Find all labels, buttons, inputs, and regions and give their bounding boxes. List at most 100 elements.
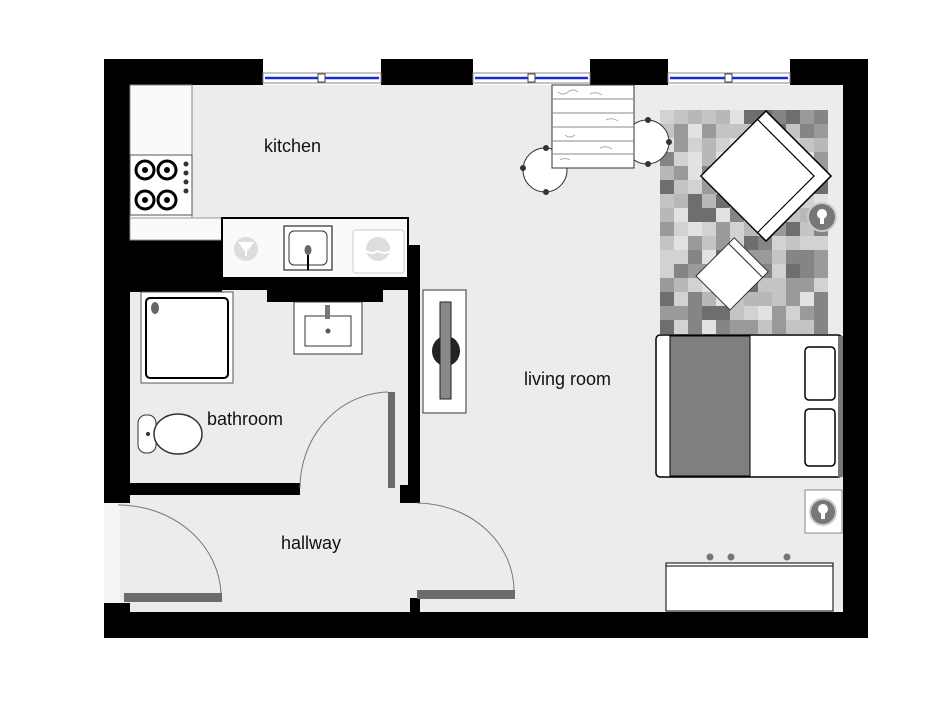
- bathroom-door[interactable]: [299, 391, 395, 489]
- rug-tile: [660, 306, 674, 320]
- rug-tile: [730, 306, 744, 320]
- window: [667, 59, 791, 85]
- rug-tile: [786, 320, 800, 334]
- rug-tile: [716, 110, 730, 124]
- rug-tile: [814, 110, 828, 124]
- rug-tile: [814, 306, 828, 320]
- rug-tile: [744, 236, 758, 250]
- rug-tile: [786, 250, 800, 264]
- rug-tile: [772, 250, 786, 264]
- rug-tile: [814, 264, 828, 278]
- rug-tile: [772, 292, 786, 306]
- rug-tile: [786, 306, 800, 320]
- rug-tile: [660, 278, 674, 292]
- rug-tile: [688, 320, 702, 334]
- entrance-threshold: [104, 503, 120, 603]
- rug-tile: [702, 124, 716, 138]
- rug-tile: [772, 236, 786, 250]
- rug-tile: [674, 292, 688, 306]
- window: [472, 59, 591, 85]
- rug-tile: [814, 292, 828, 306]
- rug-tile: [730, 124, 744, 138]
- rug-tile: [702, 138, 716, 152]
- dresser-icon: [665, 553, 834, 612]
- armchair-icon: [699, 109, 833, 243]
- rug-tile: [660, 222, 674, 236]
- rug-tile: [814, 124, 828, 138]
- rug-tile: [660, 250, 674, 264]
- rug-tile: [702, 194, 716, 208]
- rug-tile: [702, 306, 716, 320]
- rug-tile: [800, 292, 814, 306]
- rug-tile: [716, 222, 730, 236]
- rug-tile: [786, 278, 800, 292]
- rug-tile: [660, 208, 674, 222]
- rug-tile: [758, 292, 772, 306]
- rug-tile: [702, 152, 716, 166]
- rug-tile: [800, 110, 814, 124]
- rug-tile: [800, 320, 814, 334]
- rug-tile: [772, 278, 786, 292]
- rug-tile: [688, 278, 702, 292]
- rug-tile: [688, 236, 702, 250]
- rug-tile: [674, 208, 688, 222]
- rug-tile: [660, 264, 674, 278]
- room-label-bathroom: bathroom: [207, 409, 283, 429]
- rug-tile: [744, 110, 758, 124]
- rug-tile: [716, 124, 730, 138]
- rug-tile: [702, 222, 716, 236]
- rug-tile: [674, 166, 688, 180]
- rug-tile: [674, 180, 688, 194]
- rug-tile: [814, 278, 828, 292]
- room-label-kitchen: kitchen: [264, 136, 321, 156]
- rug-tile: [688, 180, 702, 194]
- window: [262, 59, 382, 85]
- rug-tile: [702, 320, 716, 334]
- rug-tile: [660, 180, 674, 194]
- rug-tile: [716, 320, 730, 334]
- rug-tile: [772, 264, 786, 278]
- lamp-icon[interactable]: [804, 489, 843, 534]
- washing-machine-icon: [352, 229, 405, 274]
- toilet-icon: [137, 413, 203, 455]
- rug-tile: [716, 306, 730, 320]
- rug-tile: [688, 166, 702, 180]
- armchair-icon: [695, 237, 769, 311]
- rug-tile: [786, 264, 800, 278]
- rug-tile: [814, 320, 828, 334]
- rug-tile: [730, 320, 744, 334]
- rug-tile: [730, 222, 744, 236]
- rug-tile: [716, 138, 730, 152]
- rug-tile: [702, 110, 716, 124]
- rug-tile: [688, 194, 702, 208]
- room-label-hallway: hallway: [281, 533, 341, 553]
- rug-tile: [688, 110, 702, 124]
- shower-icon: [140, 291, 234, 384]
- entrance-door[interactable]: [117, 504, 222, 602]
- rug-tile: [786, 236, 800, 250]
- rug-tile: [702, 208, 716, 222]
- rug-tile: [786, 292, 800, 306]
- rug-tile: [688, 138, 702, 152]
- rug-tile: [674, 138, 688, 152]
- rug-tile: [702, 236, 716, 250]
- rug-tile: [660, 110, 674, 124]
- rug-tile: [758, 250, 772, 264]
- rug-tile: [702, 292, 716, 306]
- rug-tile: [674, 250, 688, 264]
- rug-tile: [716, 208, 730, 222]
- sink-icon: [283, 225, 333, 271]
- rug-tile: [814, 138, 828, 152]
- rug-tile: [660, 236, 674, 250]
- rug-tile: [674, 236, 688, 250]
- rug-tile: [688, 152, 702, 166]
- rug-tile: [800, 264, 814, 278]
- rug-tile: [688, 250, 702, 264]
- rug-tile: [744, 320, 758, 334]
- rug-tile: [674, 264, 688, 278]
- rug-tile: [688, 222, 702, 236]
- living-room-door[interactable]: [416, 502, 515, 599]
- rug-tile: [800, 250, 814, 264]
- lamp-icon[interactable]: [807, 202, 837, 232]
